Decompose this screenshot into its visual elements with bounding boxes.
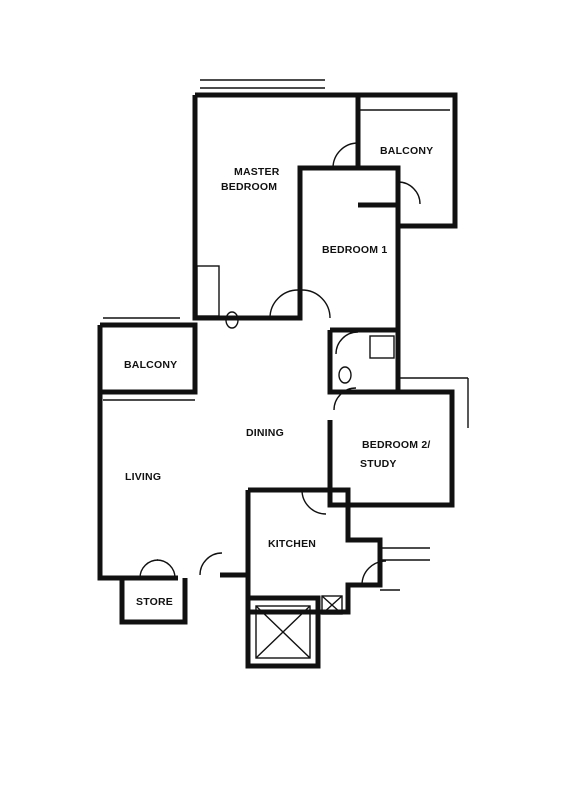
shower-common <box>369 335 395 359</box>
label-master-bedroom-1: MASTER <box>234 166 280 178</box>
door-swing-main <box>199 552 223 576</box>
label-bedroom2-2: STUDY <box>360 458 397 470</box>
common-bath-walls <box>327 330 401 395</box>
bedroom1-walls <box>300 165 401 333</box>
living-dining-walls-2 <box>220 490 251 578</box>
store-walls <box>119 578 188 625</box>
label-master-bedroom-2: BEDROOM <box>221 181 277 193</box>
label-living: LIVING <box>125 471 161 483</box>
door-swing-service <box>361 560 387 586</box>
label-balcony-top: BALCONY <box>380 145 433 157</box>
door-swing-store-l <box>139 559 159 579</box>
door-swing-store-r <box>156 559 176 579</box>
toilet-ensuite <box>225 311 239 329</box>
kitchen-walls <box>245 487 383 615</box>
balcony-top-walls <box>358 92 458 229</box>
toilet-common <box>338 366 352 384</box>
label-store: STORE <box>136 596 173 608</box>
label-kitchen: KITCHEN <box>268 538 316 550</box>
door-swing-ensuite <box>269 289 299 319</box>
bedroom2-walls <box>327 389 455 508</box>
lift-shaft <box>245 595 321 669</box>
door-swing-bedroom1 <box>397 181 421 205</box>
door-swing-bath <box>335 331 359 355</box>
door-swing-bed2 <box>333 387 357 411</box>
label-dining: DINING <box>246 427 284 439</box>
bathtub <box>196 265 220 317</box>
door-swing-bed1-entry <box>301 289 331 319</box>
door-swing-master <box>332 142 359 169</box>
door-swing-kitchen <box>301 489 327 515</box>
label-bedroom1: BEDROOM 1 <box>322 244 387 256</box>
living-dining-walls <box>97 392 178 581</box>
walls <box>97 92 458 669</box>
balcony-left-walls <box>97 322 198 395</box>
label-bedroom2-1: BEDROOM 2/ <box>362 439 431 451</box>
label-balcony-left: BALCONY <box>124 359 177 371</box>
wall-details <box>103 79 469 659</box>
room-labels: MASTER BEDROOM BALCONY BEDROOM 1 BALCONY… <box>124 145 433 608</box>
